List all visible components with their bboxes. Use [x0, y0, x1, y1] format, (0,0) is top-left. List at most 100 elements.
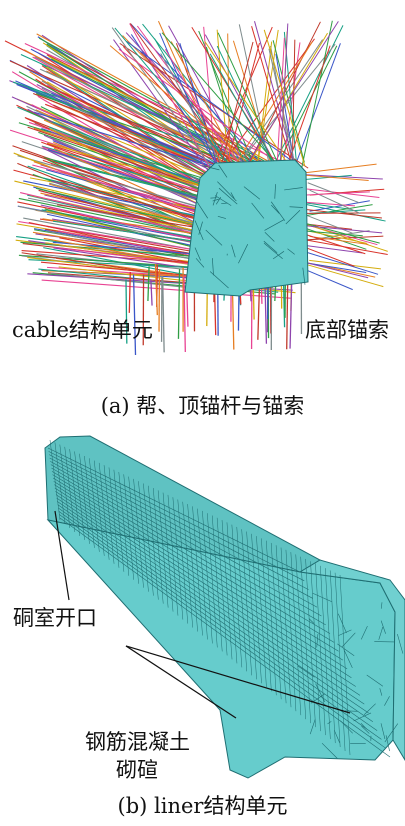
- mesh-ring: [295, 554, 307, 720]
- cable: [9, 60, 264, 174]
- mesh-edge: [340, 720, 353, 734]
- mesh-ring: [270, 542, 282, 700]
- cable: [299, 174, 352, 181]
- mesh-ring: [285, 549, 297, 712]
- mesh-edge: [337, 643, 355, 656]
- chamber-opening-label: 硐室开口: [13, 606, 97, 630]
- mesh-edge: [334, 730, 341, 744]
- mesh-edge: [52, 477, 339, 652]
- mesh-ring: [197, 508, 208, 640]
- cable: [300, 204, 373, 217]
- bottom-cable: [286, 273, 289, 350]
- mesh-ring: [74, 451, 85, 540]
- mesh-edge: [360, 626, 368, 640]
- tunnel-face: [184, 159, 309, 297]
- mesh-edge: [271, 204, 280, 214]
- mesh-ring: [241, 529, 252, 676]
- mesh-ring: [123, 474, 134, 580]
- caption-a: (a) 帮、顶锚杆与锚索: [100, 394, 305, 418]
- mesh-ring: [69, 449, 80, 536]
- mesh-edge: [238, 244, 249, 264]
- mesh-ring: [216, 517, 228, 656]
- liner-label-line2: 砌碹: [116, 758, 158, 782]
- mesh-edge: [385, 735, 390, 752]
- bottom-cable: [147, 266, 150, 302]
- cable: [304, 233, 366, 255]
- mesh-edge: [56, 497, 365, 705]
- mesh-edge: [264, 231, 275, 242]
- cable: [303, 203, 386, 222]
- mesh-edge: [297, 665, 315, 678]
- cable: [307, 182, 360, 204]
- bottom-cable: [125, 279, 128, 344]
- cable: [14, 180, 224, 233]
- cable: [309, 235, 369, 245]
- mesh-edge: [218, 164, 228, 178]
- mesh-ring: [157, 490, 169, 608]
- cable: [298, 191, 370, 196]
- mesh-edge: [195, 258, 205, 268]
- mesh-ring: [211, 515, 223, 652]
- cable: [160, 53, 225, 170]
- mesh-ring: [325, 568, 336, 744]
- mesh-edge: [50, 464, 322, 617]
- mesh-edge: [58, 507, 378, 731]
- mesh-ring: [300, 556, 311, 724]
- cable: [303, 230, 363, 237]
- cable: [16, 98, 233, 189]
- mesh-edge: [217, 181, 237, 202]
- mesh-ring: [221, 520, 233, 660]
- mesh-edge: [194, 220, 204, 241]
- mesh-edge: [321, 742, 338, 759]
- mesh-edge: [274, 184, 276, 199]
- mesh-edge: [217, 215, 227, 219]
- mesh-edge: [360, 722, 368, 730]
- bottom-cable: [154, 263, 158, 316]
- mesh-ring: [305, 558, 316, 728]
- bottom-cable: [132, 274, 137, 356]
- mesh-edge: [54, 484, 348, 670]
- mesh-edge: [341, 632, 356, 647]
- cable: [263, 29, 306, 167]
- mesh-edge: [201, 165, 220, 171]
- mesh-ring: [320, 565, 331, 740]
- mesh-ring: [261, 538, 272, 692]
- mesh-edge: [309, 719, 316, 735]
- liner-label-line1: 钢筋混凝土: [85, 730, 190, 754]
- mesh-edge: [302, 267, 306, 285]
- mesh-edge: [230, 192, 235, 200]
- mesh-ring: [246, 531, 257, 680]
- bottom-cable: [183, 275, 186, 353]
- mesh-ring: [275, 545, 287, 704]
- cable: [216, 45, 278, 171]
- mesh-edge: [285, 209, 301, 225]
- bottom-cable: [162, 276, 165, 353]
- mesh-ring: [329, 570, 341, 748]
- mesh-edge: [353, 712, 372, 722]
- mesh-ring: [138, 481, 149, 592]
- mesh-edge: [53, 481, 344, 661]
- mesh-ring: [148, 485, 159, 600]
- mesh-edge: [194, 247, 201, 261]
- mesh-edge: [221, 202, 228, 205]
- mesh-edge: [48, 451, 305, 582]
- mesh-edge: [270, 201, 286, 221]
- mesh-ring: [192, 506, 203, 636]
- mesh-edge: [343, 649, 353, 668]
- mesh-edge: [337, 613, 347, 634]
- mesh-edge: [316, 633, 319, 648]
- mesh-edge: [194, 198, 209, 219]
- mesh-edge: [287, 248, 295, 255]
- cable: [157, 20, 231, 181]
- mesh-edge: [51, 467, 326, 626]
- mesh-edge: [212, 258, 214, 276]
- tunnel-end: [298, 559, 405, 761]
- cable: [36, 33, 271, 163]
- mesh-ring: [339, 574, 351, 756]
- bottom-cable: [177, 268, 181, 339]
- cable: [238, 24, 271, 170]
- mesh-ring: [266, 540, 277, 696]
- mesh-edge: [264, 219, 285, 231]
- mesh-edge: [379, 688, 383, 696]
